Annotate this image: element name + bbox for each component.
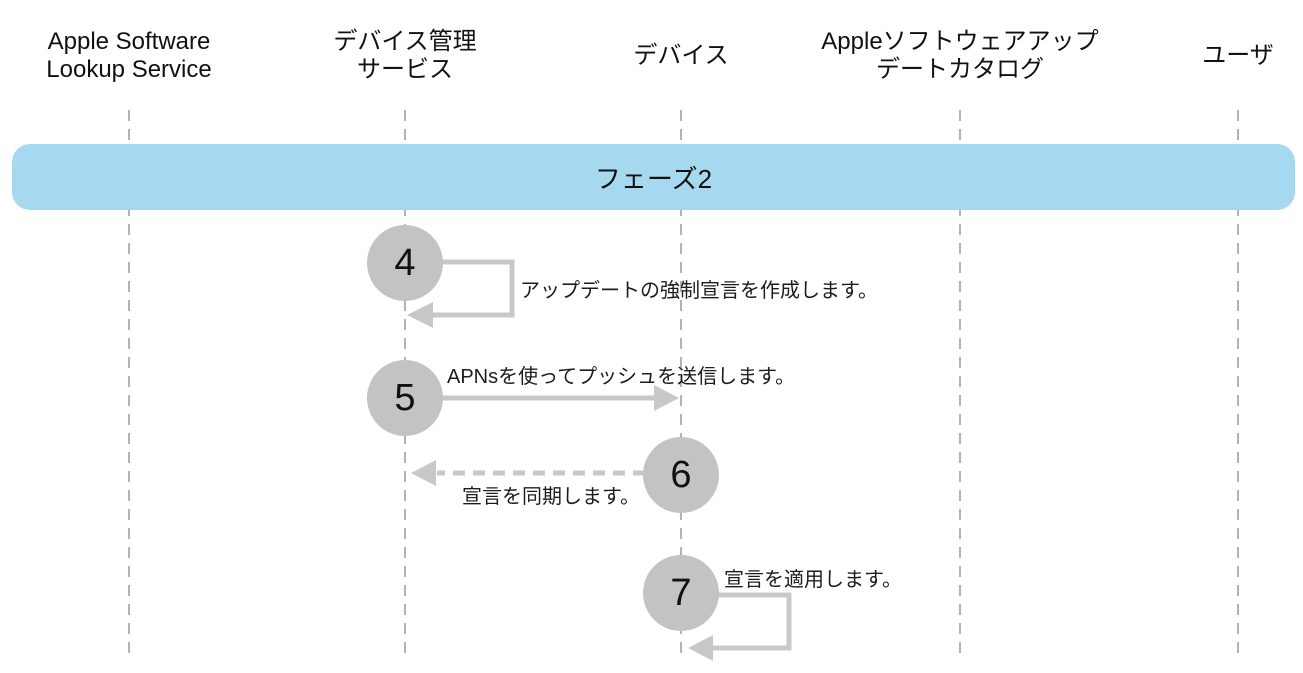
step-label-4: アップデートの強制宣言を作成します。	[520, 280, 878, 302]
step-label-7: 宣言を適用します。	[724, 569, 902, 591]
actor-label-apple-software-update-catalog: Appleソフトウェアアップ デートカタログ	[821, 28, 1099, 83]
arrowhead-step-6	[411, 460, 436, 486]
step-circle-4: 4	[367, 225, 443, 301]
arrowhead-step-5	[654, 385, 679, 411]
arrowhead-step-7	[688, 635, 713, 661]
step-label-6: 宣言を同期します。	[462, 486, 640, 508]
actor-label-device: デバイス	[633, 42, 729, 69]
actor-label-user: ユーザ	[1202, 42, 1274, 69]
actor-label-device-management-service: デバイス管理 サービス	[333, 28, 477, 83]
step-circle-5: 5	[367, 360, 443, 436]
step-circle-7: 7	[643, 555, 719, 631]
self-loop-arrow-step-4	[433, 259, 515, 318]
phase-banner: フェーズ2	[12, 144, 1295, 210]
step-label-5: APNsを使ってプッシュを送信します。	[447, 366, 796, 388]
actor-label-apple-software-lookup-service: Apple Software Lookup Service	[46, 28, 212, 83]
arrowhead-step-4	[407, 302, 433, 328]
self-loop-arrow-step-7	[713, 592, 792, 651]
step-circle-6: 6	[643, 437, 719, 513]
